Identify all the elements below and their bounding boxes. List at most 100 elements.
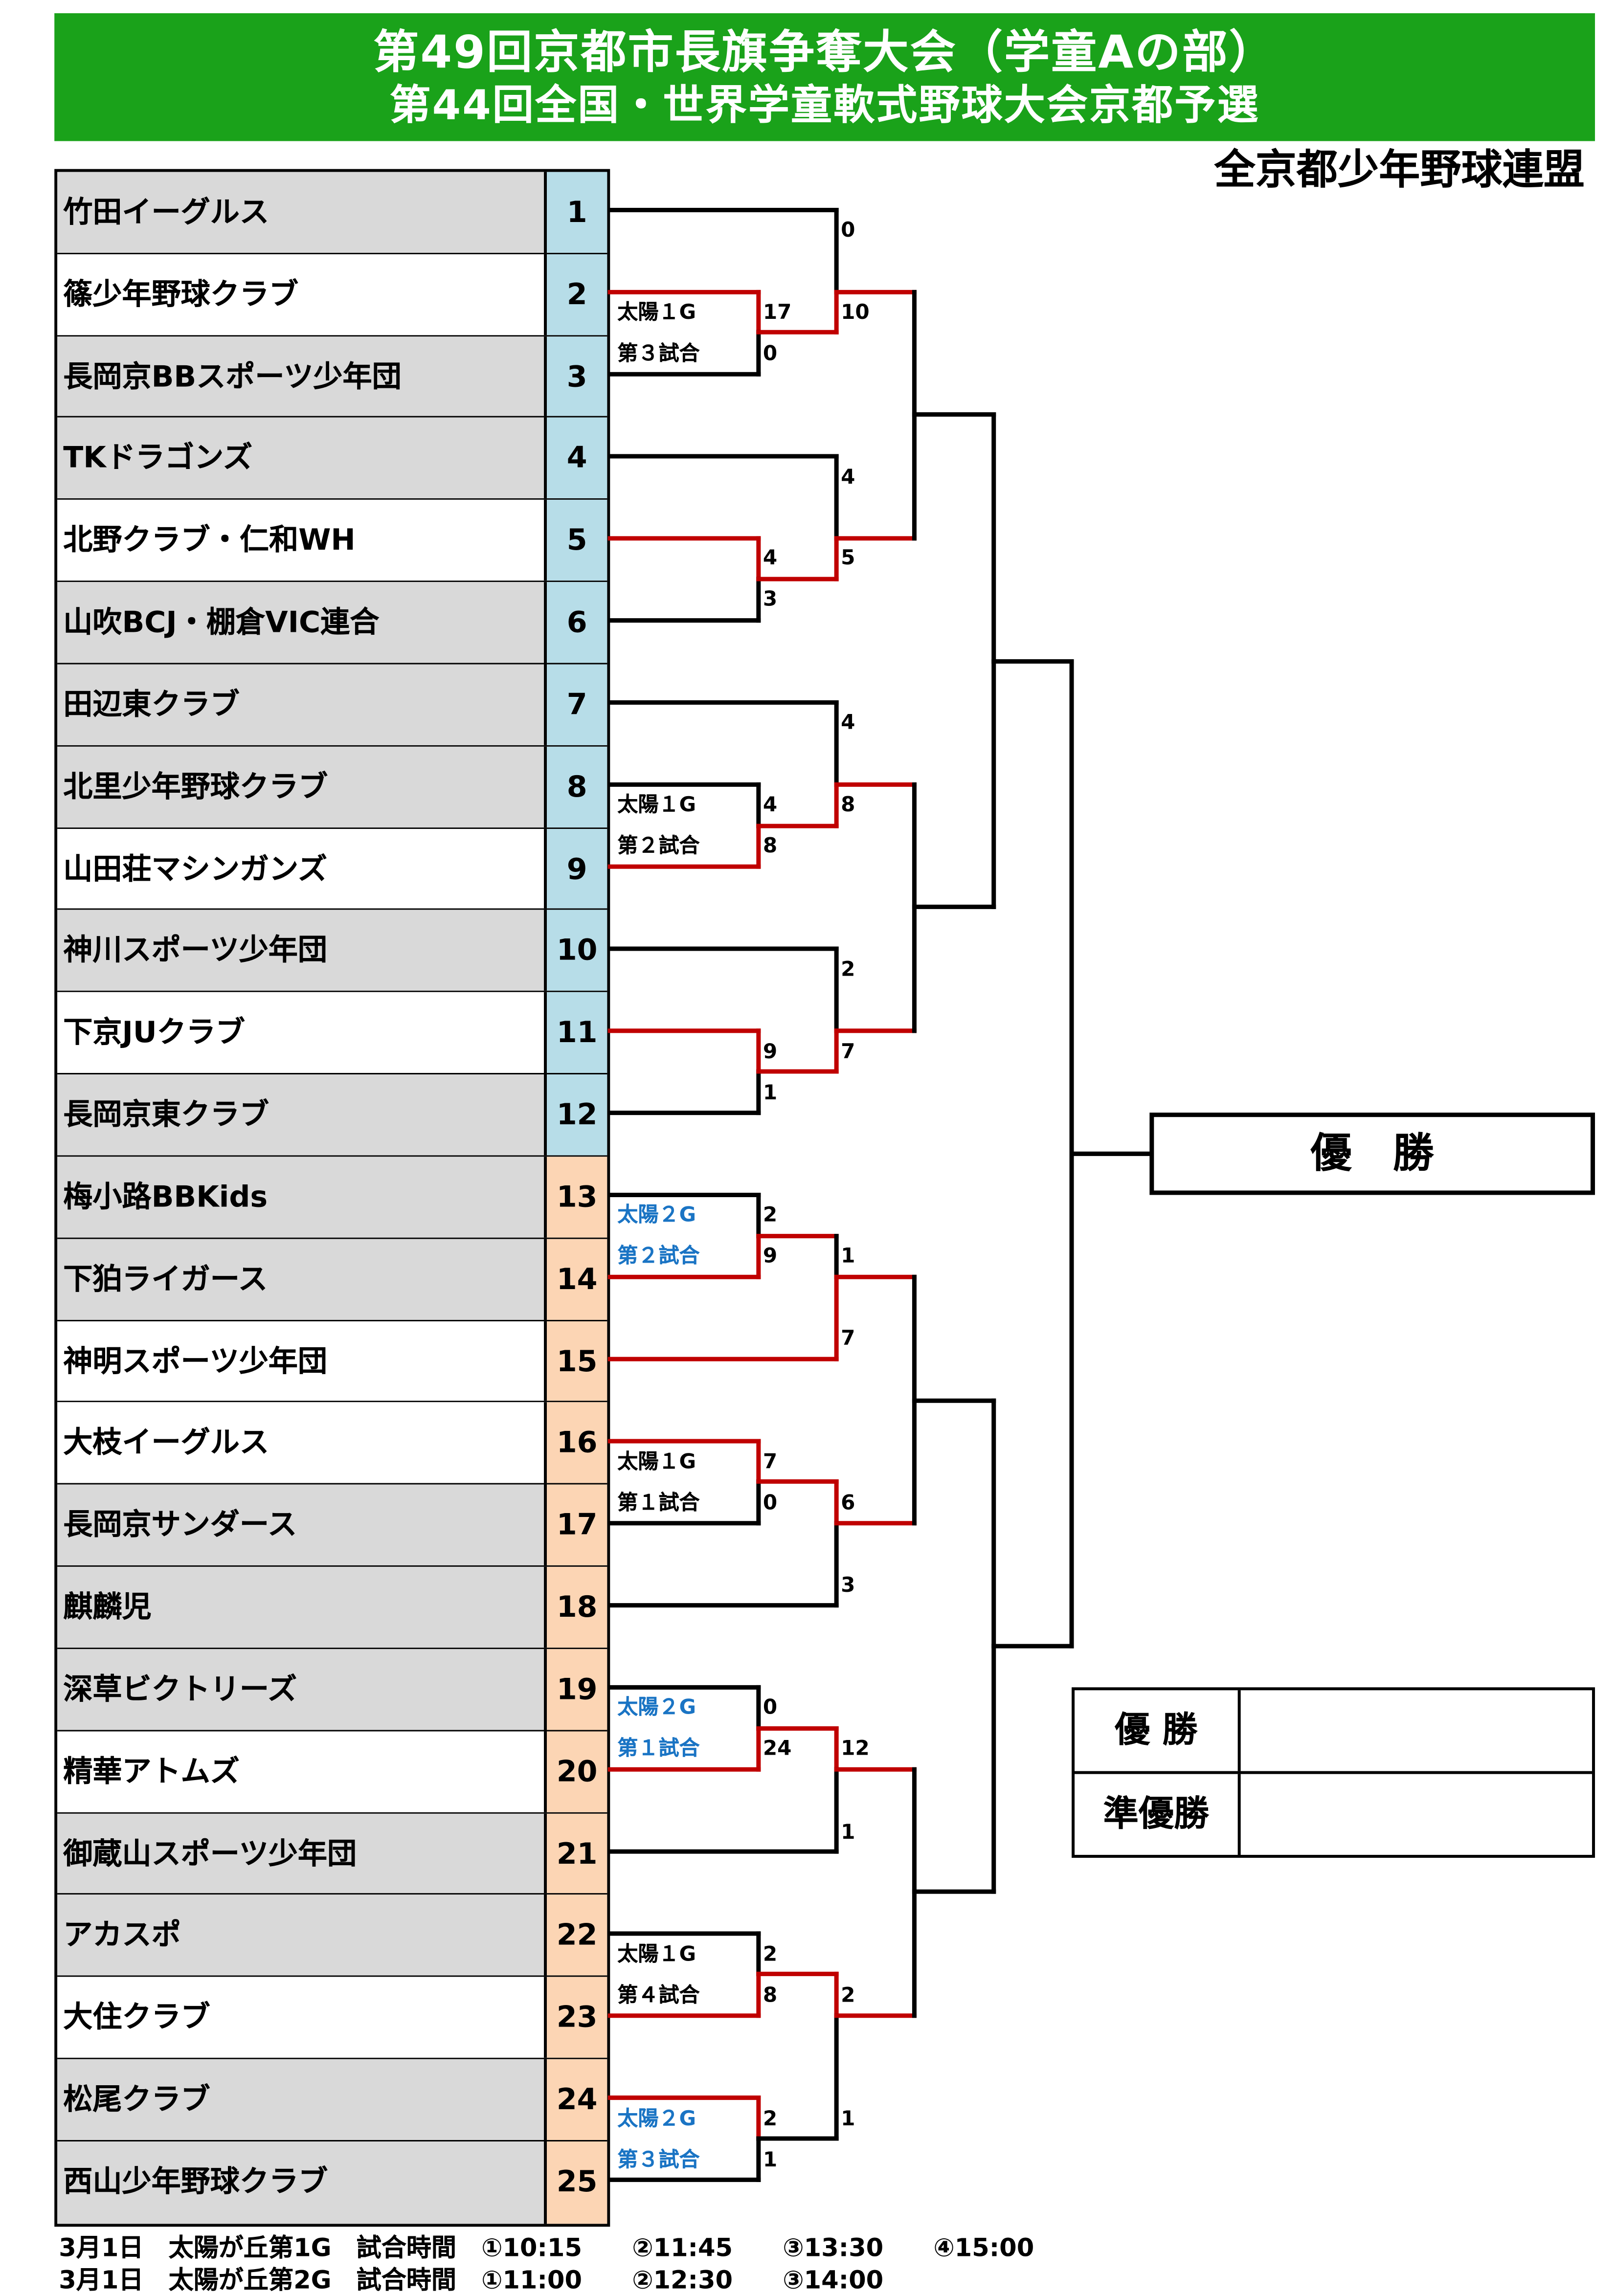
score: 8 [763, 835, 778, 859]
score: 2 [763, 2107, 778, 2131]
score: 24 [763, 1737, 792, 1761]
score: 12 [841, 1737, 870, 1761]
seed-number: 3 [547, 336, 607, 417]
score: 2 [763, 1204, 778, 1227]
score: 2 [763, 1943, 778, 1967]
game-venue-label: 太陽１G [617, 1943, 696, 1967]
score: 7 [763, 1450, 778, 1474]
team-name: 下狛ライガース [57, 1238, 547, 1319]
score: 0 [763, 342, 778, 366]
seed-number: 14 [547, 1238, 607, 1319]
team-name: 神明スポーツ少年団 [57, 1320, 547, 1402]
game-venue-label: 太陽２G [617, 1696, 696, 1720]
team-name: 山田荘マシンガンズ [57, 828, 547, 909]
winner-row: 優 勝 [1075, 1690, 1592, 1771]
runner-up-label: 準優勝 [1075, 1774, 1241, 1855]
team-name: 山吹BCJ・棚倉VIC連合 [57, 582, 547, 663]
seed-number: 22 [547, 1895, 607, 1976]
seed-number: 4 [547, 418, 607, 499]
score: 3 [763, 588, 778, 612]
score: 2 [841, 1984, 855, 2008]
runner-up-value [1241, 1774, 1592, 1855]
results-table: 優 勝 準優勝 [1072, 1687, 1595, 1858]
game-number-label: 第４試合 [617, 1984, 700, 2008]
title-banner: 第49回京都市長旗争奪大会（学童Aの部） 第44回全国・世界学童軟式野球大会京都… [54, 13, 1595, 141]
seed-number: 13 [547, 1157, 607, 1237]
game-number-label: 第１試合 [617, 1737, 700, 1761]
seed-number: 8 [547, 746, 607, 827]
seed-number: 7 [547, 664, 607, 745]
team-name: 竹田イーグルス [57, 172, 547, 253]
seed-number: 16 [547, 1403, 607, 1484]
team-name: 松尾クラブ [57, 2059, 547, 2140]
title-line-2: 第44回全国・世界学童軟式野球大会京都予選 [389, 81, 1260, 130]
seed-number: 12 [547, 1074, 607, 1156]
winner-label: 優 勝 [1075, 1690, 1241, 1771]
team-name: 篠少年野球クラブ [57, 254, 547, 335]
team-name: 下京JUクラブ [57, 992, 547, 1073]
score: 3 [841, 1574, 855, 1598]
game-venue-label: 太陽１G [617, 301, 696, 325]
title-line-1: 第49回京都市長旗争奪大会（学童Aの部） [373, 26, 1276, 80]
team-name: 麒麟児 [57, 1567, 547, 1648]
score: 9 [763, 1245, 778, 1269]
seed-number: 1 [547, 172, 607, 253]
seed-number: 9 [547, 828, 607, 909]
score: 0 [763, 1492, 778, 1516]
seed-number: 15 [547, 1320, 607, 1402]
game-venue-label: 太陽２G [617, 1204, 696, 1227]
team-name: TKドラゴンズ [57, 418, 547, 499]
game-number-label: 第２試合 [617, 835, 700, 859]
score: 4 [763, 547, 778, 571]
seed-number: 6 [547, 582, 607, 663]
score: 1 [841, 1821, 855, 1845]
seed-number: 11 [547, 992, 607, 1073]
seed-number: 2 [547, 254, 607, 335]
game-number-label: 第１試合 [617, 1492, 700, 1516]
winner-value [1241, 1690, 1592, 1771]
team-name: 長岡京東クラブ [57, 1074, 547, 1156]
score: 8 [841, 793, 855, 818]
team-name: 西山少年野球クラブ [57, 2141, 547, 2224]
score: 10 [841, 301, 870, 325]
score: 4 [763, 793, 778, 818]
score: 17 [763, 301, 792, 325]
game-venue-label: 太陽２G [617, 2107, 696, 2131]
game-number-label: 第３試合 [617, 342, 700, 366]
runner-up-row: 準優勝 [1075, 1771, 1592, 1855]
score: 6 [841, 1492, 855, 1516]
seed-number: 21 [547, 1813, 607, 1894]
score: 1 [763, 1082, 778, 1106]
seed-number: 19 [547, 1649, 607, 1730]
seed-number: 25 [547, 2141, 607, 2224]
score: 4 [841, 466, 855, 490]
seed-number: 20 [547, 1731, 607, 1812]
score: 0 [841, 219, 855, 243]
seed-number: 24 [547, 2059, 607, 2140]
organizer: 全京都少年野球連盟 [1214, 145, 1585, 194]
game-number-label: 第３試合 [617, 2149, 700, 2173]
team-name: 御蔵山スポーツ少年団 [57, 1813, 547, 1894]
